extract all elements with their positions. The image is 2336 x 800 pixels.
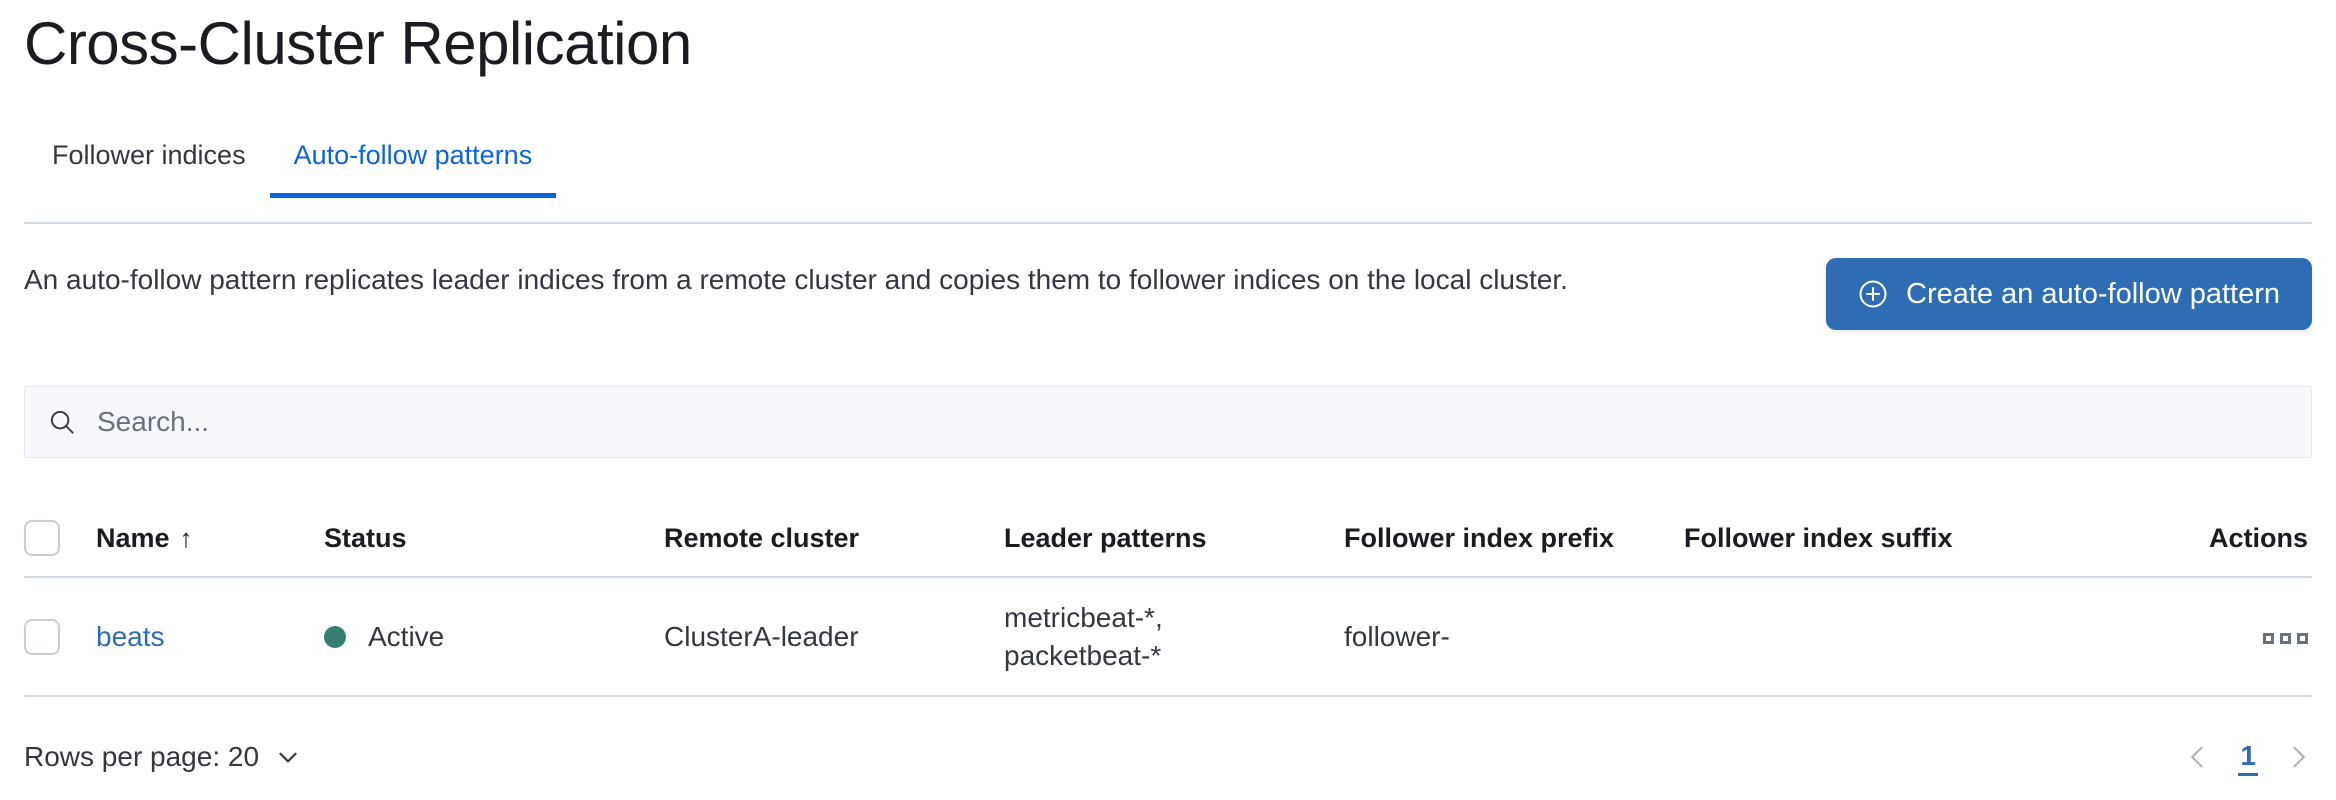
column-header-name[interactable]: Name ↑ — [96, 523, 324, 554]
table-footer: Rows per page: 20 1 — [24, 722, 2312, 792]
pagination: 1 — [2184, 739, 2312, 776]
cell-status: Active — [324, 621, 664, 653]
more-actions-dot-2 — [2280, 632, 2291, 644]
create-auto-follow-pattern-button[interactable]: Create an auto-follow pattern — [1826, 258, 2312, 330]
page-description: An auto-follow pattern replicates leader… — [24, 264, 1568, 295]
search-input[interactable] — [97, 406, 2289, 438]
page-title: Cross-Cluster Replication — [24, 10, 692, 77]
cell-leader-patterns: metricbeat-*, packetbeat-* — [1004, 601, 1163, 671]
select-all-checkbox[interactable] — [24, 520, 60, 556]
auto-follow-pattern-link[interactable]: beats — [96, 620, 165, 652]
row-select-cell — [24, 618, 96, 655]
status-dot-icon — [324, 625, 346, 648]
cell-actions — [2084, 621, 2312, 653]
chevron-down-icon — [279, 752, 297, 763]
table-header-row: Name ↑ Status Remote cluster Leader patte… — [24, 500, 2312, 578]
chevron-right-icon[interactable] — [2284, 743, 2312, 771]
select-all-cell — [24, 520, 96, 556]
cell-remote-cluster: ClusterA-leader — [664, 620, 859, 652]
auto-follow-patterns-table: Name ↑ Status Remote cluster Leader patte… — [24, 500, 2312, 697]
column-header-follower-index-suffix[interactable]: Follower index suffix — [1684, 522, 1953, 553]
more-actions-dot-3 — [2297, 632, 2308, 644]
column-header-name-label: Name — [96, 522, 170, 553]
cell-follower-index-prefix: follower- — [1344, 620, 1450, 652]
column-header-leader-patterns[interactable]: Leader patterns — [1004, 522, 1207, 553]
table-row: beats Active ClusterA-leader metricbeat-… — [24, 578, 2312, 697]
tab-follower-indices[interactable]: Follower indices — [52, 140, 246, 170]
row-select-checkbox[interactable] — [24, 618, 60, 655]
rows-per-page-label: Rows per page: 20 — [24, 741, 260, 772]
pagination-page-1[interactable]: 1 — [2238, 739, 2258, 776]
rows-per-page-selector[interactable]: Rows per page: 20 — [24, 741, 301, 773]
search-bar[interactable] — [24, 386, 2312, 458]
create-button-label: Create an auto-follow pattern — [1906, 277, 2280, 310]
tab-auto-follow-patterns[interactable]: Auto-follow patterns — [269, 138, 557, 198]
more-actions-dot-1 — [2263, 632, 2274, 644]
cell-name: beats — [96, 621, 324, 653]
plus-in-circle-icon — [1859, 280, 1887, 308]
search-icon — [50, 410, 74, 434]
column-header-status[interactable]: Status — [324, 522, 407, 553]
status-label: Active — [368, 620, 445, 652]
column-header-follower-index-prefix[interactable]: Follower index prefix — [1344, 522, 1615, 553]
column-header-remote-cluster[interactable]: Remote cluster — [664, 522, 860, 553]
tab-bar: Follower indices Auto-follow patterns — [24, 138, 556, 198]
more-actions-icon[interactable] — [2263, 632, 2308, 644]
sort-ascending-icon[interactable]: ↑ — [179, 522, 193, 553]
column-header-actions: Actions — [2208, 522, 2308, 553]
tab-bar-divider — [24, 222, 2312, 224]
chevron-left-icon[interactable] — [2184, 743, 2212, 771]
